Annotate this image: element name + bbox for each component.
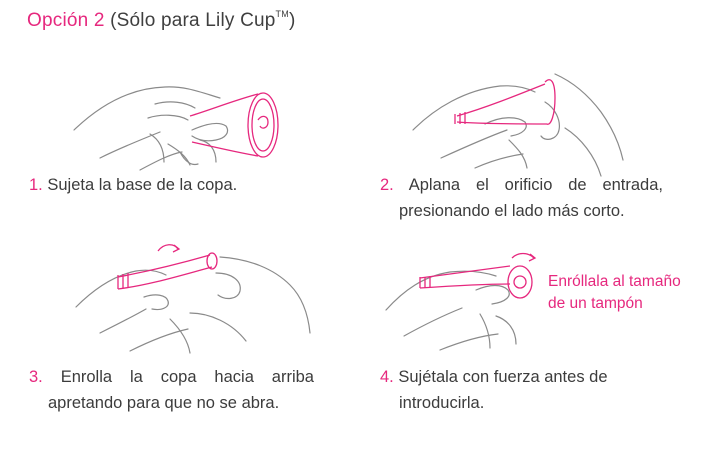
step-3-number: 3. (29, 368, 43, 386)
step-1: 1. Sujeta la base de la copa. (29, 172, 329, 198)
step-2-line-1: 2. Aplana el orificio de entrada, (380, 176, 663, 194)
step-4-line-2: introducirla. (399, 394, 485, 412)
step-3-line-1: 3. Enrolla la copa hacia arriba (29, 368, 314, 386)
hands-flattening-cup-icon (412, 73, 624, 177)
option-label: Opción 2 (27, 10, 105, 31)
step-4-number: 4. (380, 368, 394, 386)
option-note: (Sólo para Lily CupTM) (110, 9, 296, 31)
step-2-line-2: presionando el lado más corto. (399, 202, 625, 220)
hand-holding-cup-icon (73, 86, 279, 171)
step-2: 2. Aplana el orificio de entrada, presio… (380, 172, 663, 224)
step-4: 4. Sujétala con fuerza antes de introduc… (380, 364, 665, 416)
step-1-number: 1. (29, 176, 43, 194)
roll-size-callout: Enróllala al tamaño de un tampón (548, 271, 681, 315)
step-4-line-1: 4. Sujétala con fuerza antes de (380, 368, 608, 386)
hands-rolling-cup-icon (75, 244, 311, 354)
step-1-line-1: 1. Sujeta la base de la copa. (29, 176, 238, 194)
step-3-line-2: apretando para que no se abra. (48, 394, 280, 412)
callout-line-1: Enróllala al tamaño (548, 273, 681, 290)
page-title: Opción 2 (Sólo para Lily CupTM) (27, 9, 295, 32)
callout-line-2: de un tampón (548, 295, 643, 312)
step-3: 3. Enrolla la copa hacia arriba apretand… (29, 364, 314, 416)
step-2-number: 2. (380, 176, 394, 194)
hands-holding-rolled-cup-icon (385, 252, 537, 351)
